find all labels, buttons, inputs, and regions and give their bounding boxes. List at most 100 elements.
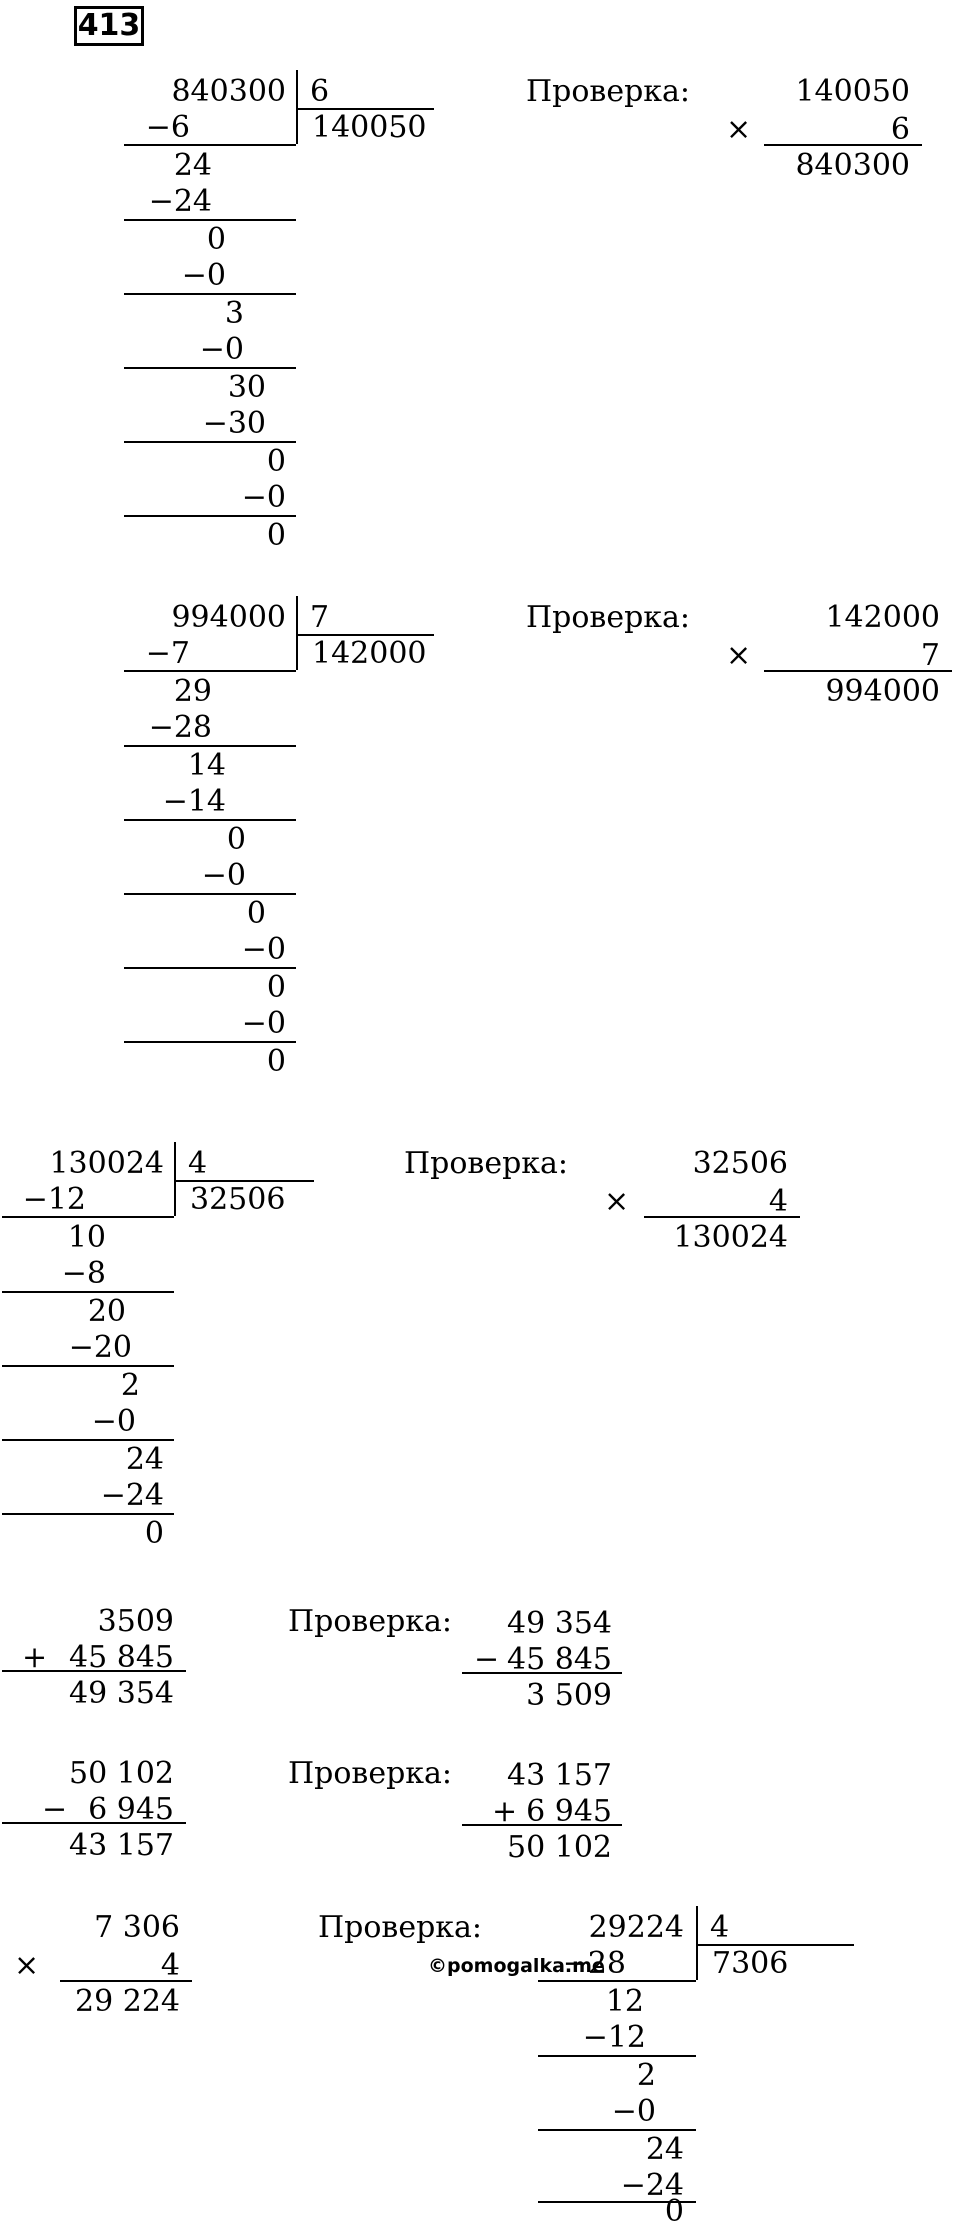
step: −6 [145,110,190,145]
check-label: Проверка: [526,600,691,635]
step: −24 [100,1478,164,1513]
check-multiplier: 4 [768,1184,788,1219]
step: −30 [202,406,266,441]
operation-sign: × [14,1948,40,1983]
difference: 43 157 [69,1828,174,1863]
step-line [124,367,296,369]
check-result: 840300 [795,148,910,183]
division-bar [296,70,298,144]
step: −28 [148,710,212,745]
check-label: Проверка: [526,74,691,109]
check-label: Проверка: [404,1146,569,1181]
step: 3 [224,296,244,331]
check-result: 130024 [673,1220,788,1255]
check-addend-2: 6 945 [526,1794,612,1829]
check-multiplier: 6 [890,112,910,147]
step: −0 [91,1404,136,1439]
subtrahend: 6 945 [88,1792,174,1827]
division-bar [174,1142,176,1216]
step: 29 [173,674,212,709]
check-result: 50 102 [507,1830,612,1865]
step-line [124,745,296,747]
step: −0 [241,932,286,967]
dividend: 29224 [588,1910,684,1945]
check-line [462,1824,622,1826]
divisor-line [696,1944,854,1946]
step: −0 [611,2094,656,2129]
step-line [2,1291,174,1293]
step: 0 [144,1516,164,1551]
check-line [644,1216,800,1218]
step-line [538,2201,696,2203]
step-line [124,441,296,443]
divisor-line [296,108,434,110]
step: −28 [562,1946,626,1981]
multiplicand: 7 306 [94,1910,180,1945]
step: −12 [582,2020,646,2055]
step-line [538,2055,696,2057]
step: 0 [266,518,286,553]
check-sign: × [726,638,752,673]
step: 24 [125,1442,164,1477]
divisor: 4 [188,1146,208,1181]
check-multiplicand: 140050 [795,74,910,109]
step-line [2,1513,174,1515]
divisor: 4 [710,1910,730,1945]
step: 0 [266,1044,286,1079]
step: 24 [645,2132,684,2167]
step: 0 [266,444,286,479]
divisor-line [174,1180,314,1182]
check-minuend: 49 354 [507,1606,612,1641]
step-line [124,819,296,821]
addend-1: 3509 [97,1604,174,1639]
step: 30 [227,370,266,405]
divisor: 7 [310,600,330,635]
step: −20 [68,1330,132,1365]
step: 10 [67,1220,106,1255]
sum-line [2,1670,186,1672]
check-multiplicand: 32506 [692,1146,788,1181]
step: 2 [120,1368,140,1403]
step-line [124,670,296,672]
check-sign: + [492,1794,518,1829]
step-line [124,893,296,895]
step: −24 [148,184,212,219]
step: −0 [181,258,226,293]
check-result: 994000 [825,674,940,709]
step-line [124,293,296,295]
quotient: 32506 [190,1182,286,1217]
step: −12 [22,1182,86,1217]
difference-line [2,1822,186,1824]
step: 24 [173,148,212,183]
step: 0 [266,970,286,1005]
division-bar [296,596,298,670]
operation-sign: + [22,1640,48,1675]
quotient: 140050 [312,110,427,145]
minuend: 50 102 [69,1756,174,1791]
step: −0 [201,858,246,893]
step: 0 [226,822,246,857]
step: −7 [145,636,190,671]
step: 14 [187,748,226,783]
operation-sign: − [42,1792,68,1827]
watermark: ©pomogalka.me [428,1955,605,1977]
check-sign: − [474,1642,500,1677]
step-line [2,1365,174,1367]
step-line [124,967,296,969]
step: −14 [162,784,226,819]
step-line [2,1216,174,1218]
step: −0 [199,332,244,367]
step-line [538,2129,696,2131]
divisor-line [296,634,434,636]
check-subtrahend: 45 845 [507,1642,612,1677]
step: 2 [636,2058,656,2093]
check-line [764,144,922,146]
step: 0 [664,2194,684,2229]
dividend: 130024 [49,1146,164,1181]
step-line [124,515,296,517]
quotient: 7306 [712,1946,789,1981]
step: −8 [61,1256,106,1291]
step: 0 [246,896,266,931]
step-line [124,1041,296,1043]
quotient: 142000 [312,636,427,671]
